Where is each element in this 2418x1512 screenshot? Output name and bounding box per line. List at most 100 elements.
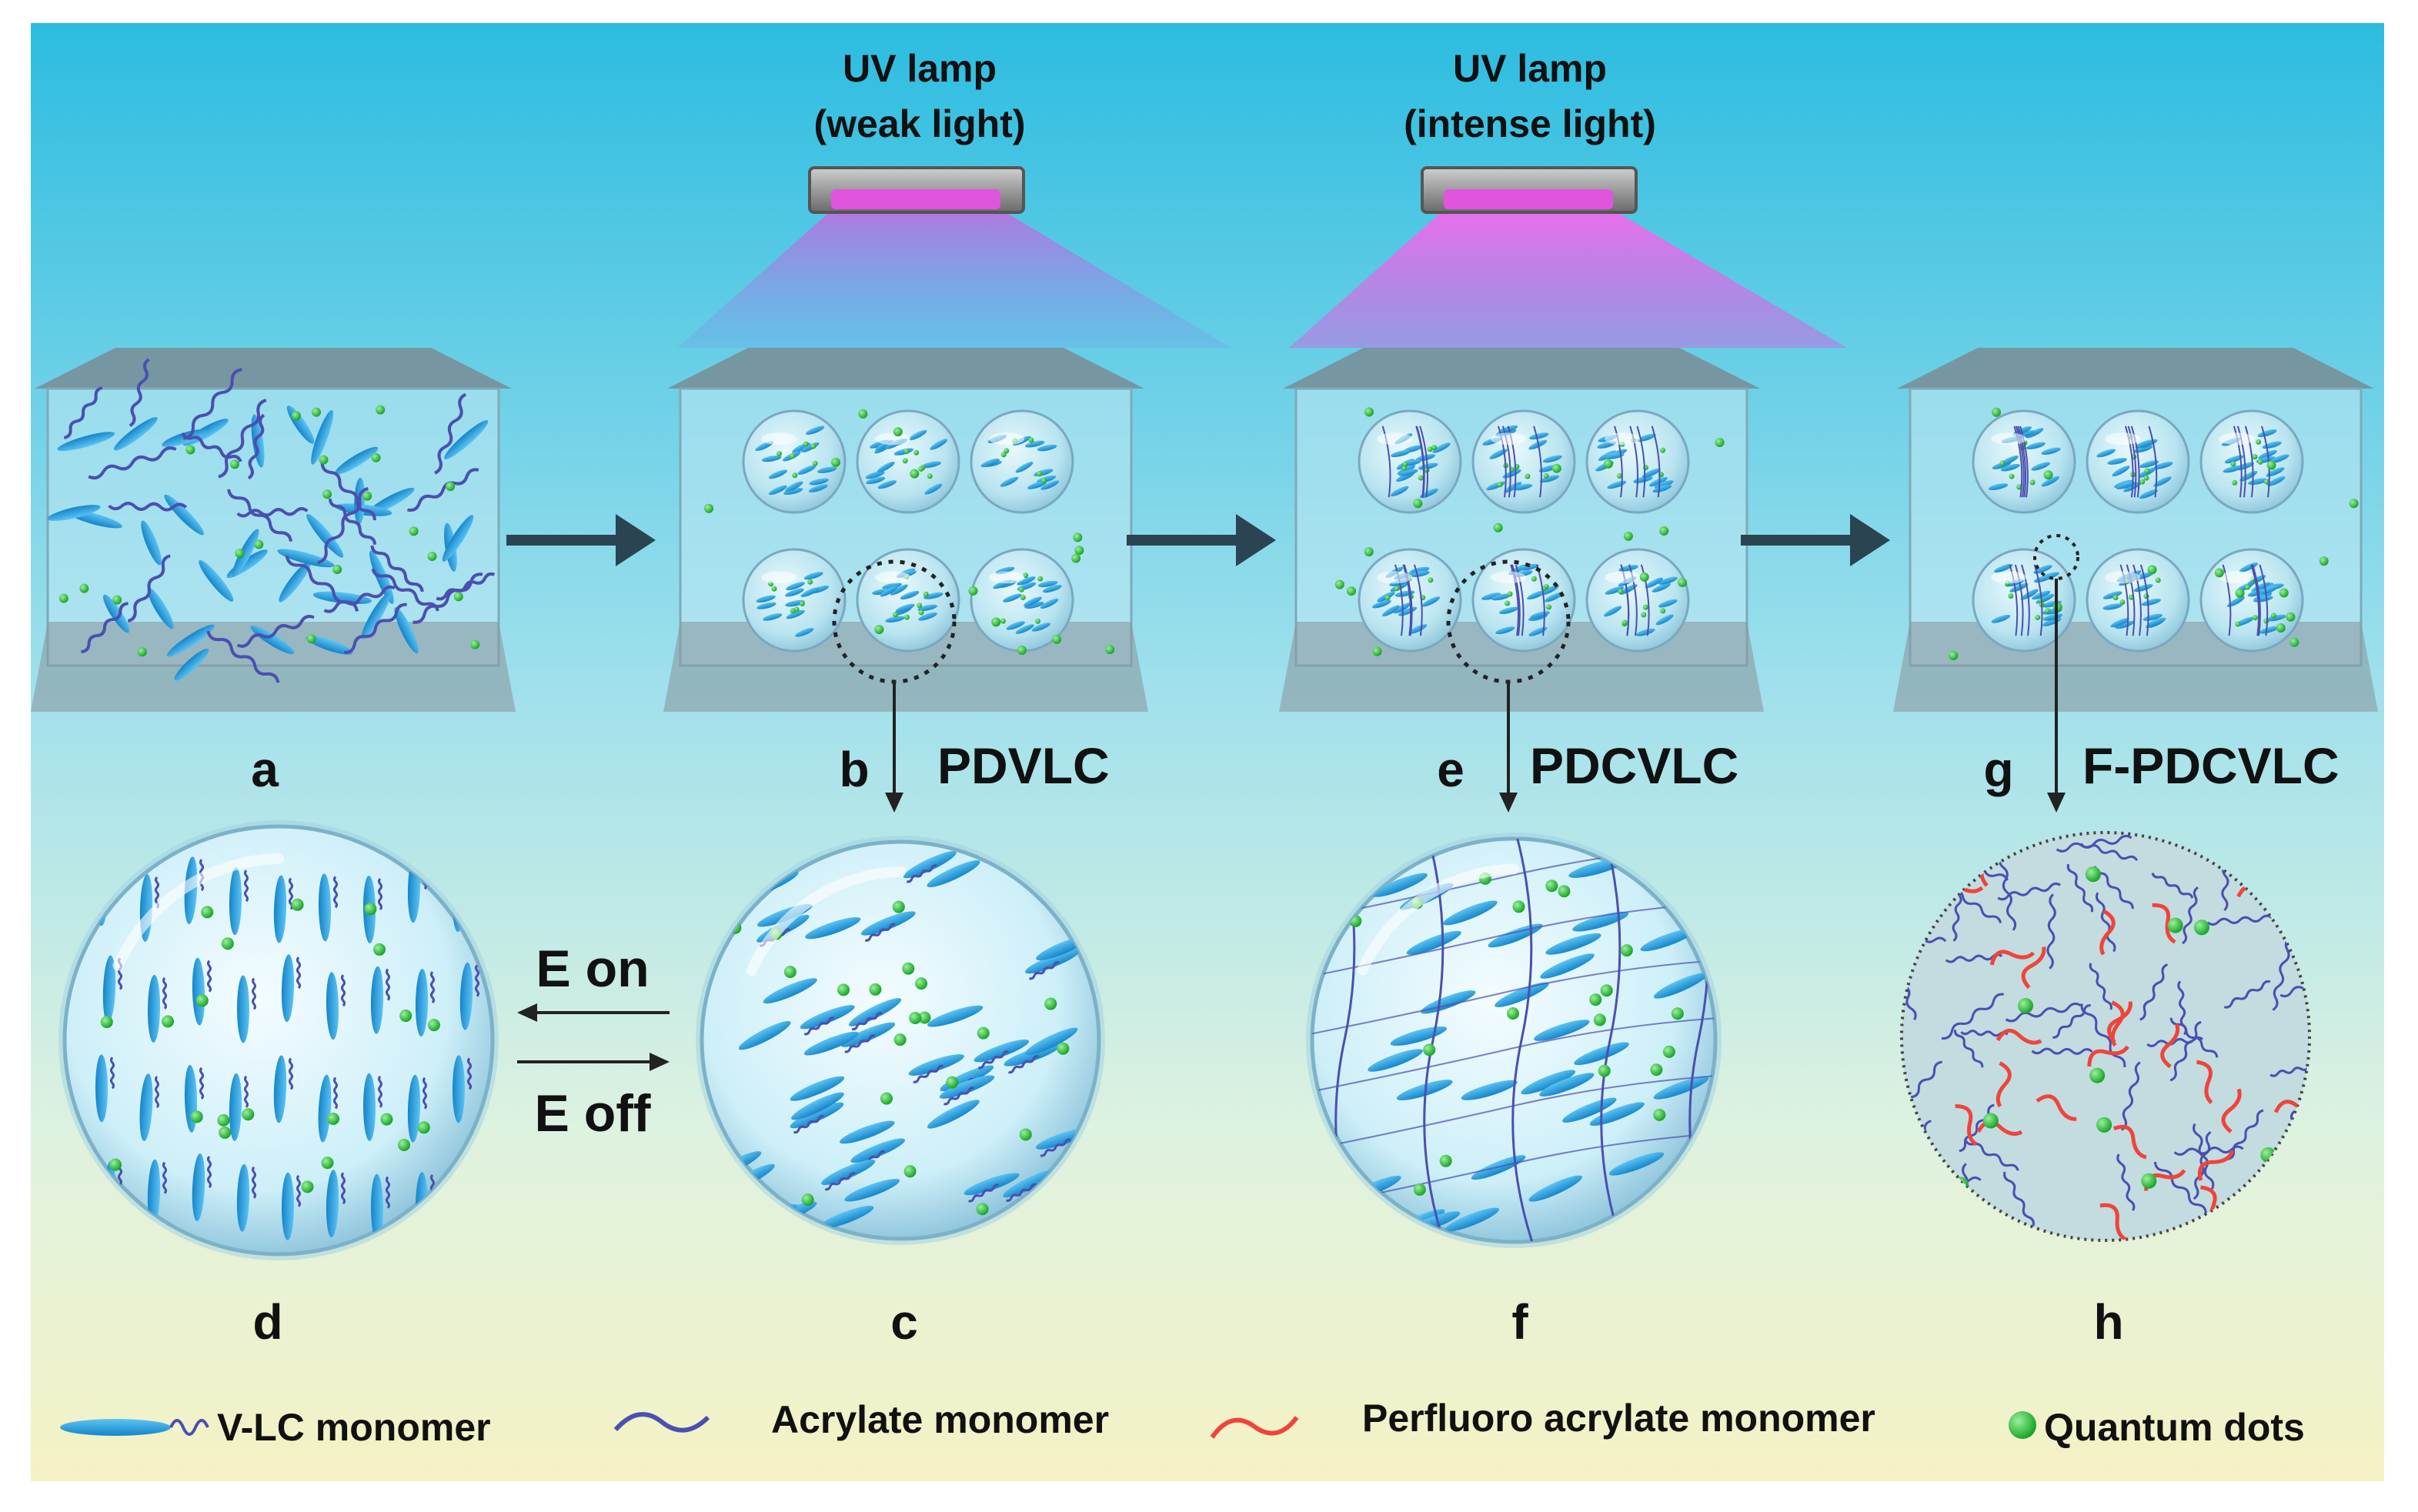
arrow-right-icon bbox=[650, 1053, 670, 1071]
lc-molecule bbox=[927, 1100, 980, 1129]
lc-molecule bbox=[1988, 483, 2009, 491]
lc-droplet bbox=[1972, 548, 2076, 653]
quantum-dot bbox=[291, 898, 304, 911]
polymer-chain bbox=[436, 572, 496, 601]
quantum-dot bbox=[874, 625, 884, 635]
lc-molecule bbox=[1408, 624, 1428, 634]
quantum-dot bbox=[1603, 459, 1613, 469]
lc-molecule bbox=[1419, 488, 1438, 499]
polymer-chain bbox=[2272, 936, 2291, 1011]
panel-letter-g: g bbox=[1983, 742, 2013, 797]
polymer-chain bbox=[129, 358, 150, 427]
lc-molecule bbox=[800, 587, 820, 598]
quantum-dot bbox=[254, 539, 264, 549]
quantum-dot bbox=[1018, 586, 1024, 592]
lc-molecule bbox=[1653, 1076, 1709, 1100]
lc-molecule bbox=[361, 592, 391, 639]
lc-molecule bbox=[2116, 481, 2136, 489]
lc-molecule bbox=[756, 602, 776, 609]
polymer-chain bbox=[252, 1166, 256, 1199]
lc-molecule bbox=[2259, 586, 2279, 595]
polymer-chain bbox=[913, 1064, 944, 1083]
polymer-chain bbox=[88, 446, 177, 480]
polymer-chain bbox=[296, 956, 301, 990]
lc-molecule bbox=[1572, 911, 1629, 932]
lc-droplet bbox=[856, 409, 960, 514]
droplet-highlight bbox=[2105, 432, 2141, 446]
quantum-dot bbox=[371, 452, 381, 462]
legend-item-perfluoro: Perfluoro acrylate monomer bbox=[1210, 1397, 1875, 1440]
lc-molecule bbox=[1443, 900, 1498, 926]
quantum-dot bbox=[190, 1110, 203, 1123]
lc-molecule bbox=[1024, 1027, 1078, 1056]
lc-molecule bbox=[362, 1073, 376, 1141]
polymer-chain bbox=[199, 1066, 204, 1100]
lc-molecule bbox=[394, 607, 419, 654]
lc-molecule bbox=[2112, 466, 2130, 477]
lc-molecule bbox=[335, 446, 379, 475]
lc-molecule bbox=[964, 1173, 1020, 1196]
quantum-dot bbox=[2257, 459, 2263, 465]
lc-molecule bbox=[818, 1206, 874, 1230]
quantum-dot bbox=[427, 1019, 440, 1032]
polymer-chain bbox=[2279, 971, 2309, 998]
lc-droplet bbox=[742, 548, 847, 653]
quantum-dot bbox=[1004, 448, 1010, 454]
lc-molecule bbox=[2259, 626, 2279, 634]
quantum-dot bbox=[893, 427, 903, 437]
polymer-chain bbox=[824, 1172, 856, 1191]
droplet-shell bbox=[1471, 409, 1576, 514]
polymer-chain bbox=[943, 1086, 974, 1106]
lc-molecule bbox=[318, 1074, 332, 1143]
network-strand bbox=[2033, 564, 2043, 636]
lc-monomer-icon bbox=[60, 1419, 171, 1436]
polymer-chain bbox=[252, 977, 256, 1010]
lc-molecule bbox=[1652, 582, 1671, 592]
lc-molecule bbox=[1521, 1070, 1576, 1095]
quantum-dot bbox=[977, 1026, 990, 1040]
lc-molecule bbox=[840, 1022, 896, 1047]
polymer-chain bbox=[793, 1115, 824, 1134]
network-strand bbox=[1312, 959, 1715, 1037]
lc-molecule bbox=[2153, 462, 2173, 469]
lc-molecule bbox=[444, 420, 489, 459]
quantum-dot bbox=[195, 994, 209, 1007]
quantum-dot bbox=[2043, 470, 2053, 480]
arrow-e-to-g bbox=[1741, 514, 1890, 566]
lamp-weak-title: UV lamp bbox=[843, 47, 997, 90]
lc-molecule bbox=[2110, 618, 2129, 628]
lc-molecule bbox=[306, 514, 344, 558]
quantum-dot bbox=[1071, 553, 1081, 563]
lc-molecule bbox=[1006, 621, 1026, 630]
lc-molecule bbox=[877, 480, 897, 489]
quantum-dot bbox=[2096, 1116, 2112, 1133]
quantum-dot bbox=[372, 943, 386, 956]
perfluoro-chain-icon bbox=[1210, 1416, 1299, 1439]
lc-molecule bbox=[250, 626, 295, 655]
lc-molecule bbox=[2026, 442, 2046, 449]
lc-molecule bbox=[2266, 614, 2286, 622]
lc-molecule bbox=[1542, 455, 1562, 463]
quantum-dot bbox=[1427, 446, 1433, 452]
polymer-chain bbox=[207, 960, 212, 993]
polymer-chain bbox=[422, 1076, 427, 1110]
white-margin-right bbox=[2384, 0, 2418, 1508]
quantum-dot bbox=[1364, 407, 1374, 417]
quantum-dot bbox=[1000, 452, 1007, 458]
lc-droplet bbox=[1358, 409, 1462, 514]
quantum-dot bbox=[792, 472, 798, 479]
quantum-dot bbox=[453, 592, 463, 602]
quantum-dot bbox=[1659, 526, 1669, 536]
e-on-label: E on bbox=[536, 940, 649, 998]
lc-molecule bbox=[1024, 440, 1045, 448]
quantum-dot bbox=[162, 1015, 175, 1028]
top-plate bbox=[35, 348, 512, 389]
quantum-dot bbox=[1507, 591, 1513, 597]
polymer-chain bbox=[2151, 873, 2194, 899]
polymer-chain bbox=[2206, 914, 2273, 926]
quantum-dot bbox=[1334, 579, 1344, 589]
quantum-dot bbox=[1982, 1113, 1999, 1129]
quantum-dot bbox=[2349, 499, 2359, 509]
polymer-chain bbox=[244, 1075, 249, 1108]
polymer-chain bbox=[2003, 1171, 2035, 1227]
